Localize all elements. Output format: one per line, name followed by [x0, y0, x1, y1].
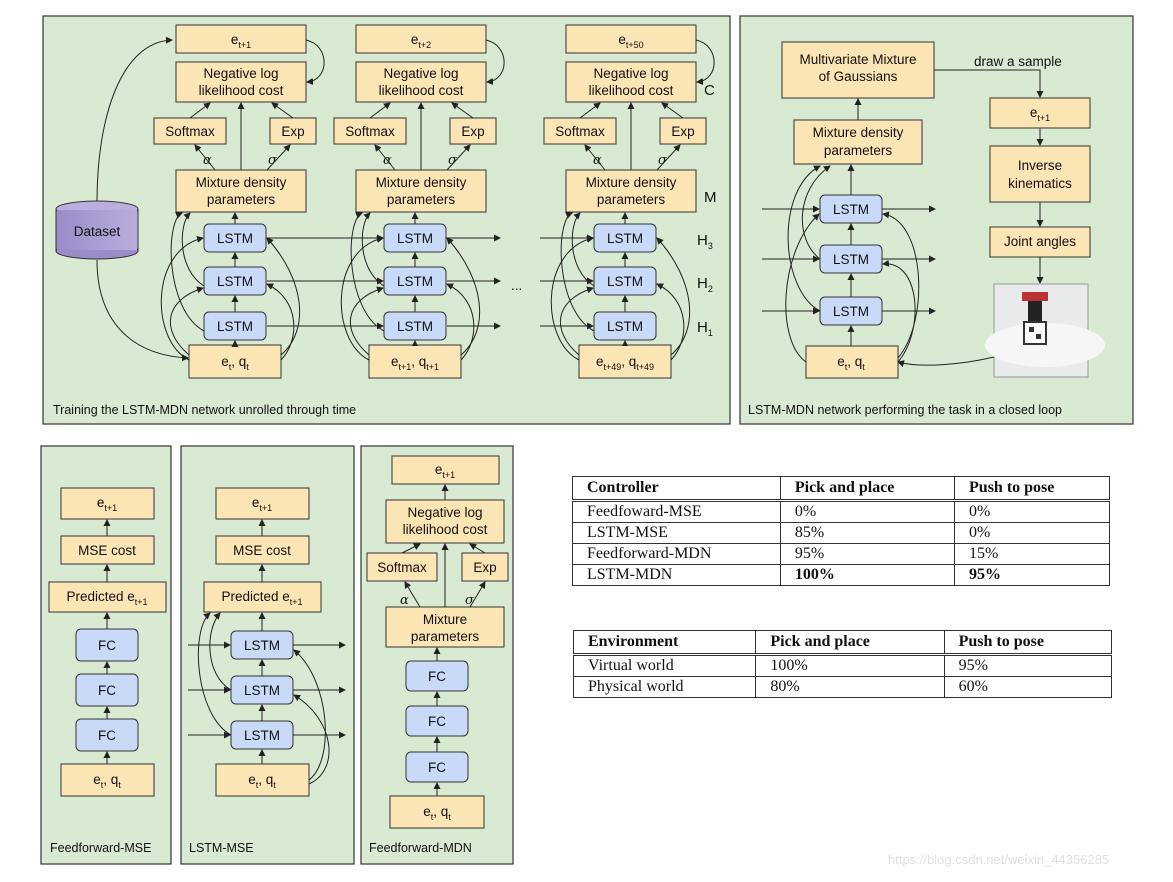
svg-text:Softmax: Softmax [377, 560, 427, 575]
svg-text:likelihood cost: likelihood cost [403, 522, 488, 537]
svg-text:et, qt: et, qt [248, 772, 276, 790]
ellipsis: ... [511, 278, 522, 293]
ff-mse-caption: Feedforward-MSE [50, 841, 151, 855]
cl-mdp-line2: parameters [824, 143, 893, 158]
nll-line1: Negative log [203, 66, 278, 81]
col-header: Push to pose [954, 476, 1110, 502]
target-box [175, 24, 307, 54]
svg-text:MSE cost: MSE cost [233, 543, 291, 558]
robot-photo [985, 283, 1105, 378]
nll-line2: likelihood cost [199, 83, 284, 98]
svg-text:FC: FC [98, 638, 116, 653]
svg-text:FC: FC [98, 683, 116, 698]
ik-box [989, 145, 1091, 203]
mog-box [781, 41, 935, 99]
nll-box [175, 61, 307, 103]
col-header: Environment [572, 630, 757, 656]
exp-label: Exp [281, 124, 304, 139]
table-row: Virtual world 100% 95% [572, 654, 1113, 677]
svg-text:parameters: parameters [411, 629, 480, 644]
joint-box [989, 226, 1091, 258]
exp-box [269, 117, 317, 145]
dataset-cylinder: Dataset [55, 200, 139, 260]
input-label: et, qt [221, 354, 249, 372]
environment-table: Environment Pick and place Push to pose … [572, 630, 1113, 698]
cl-input-box [805, 345, 899, 379]
ffmdn-nll [385, 499, 505, 544]
ik-line2: kinematics [1008, 176, 1072, 191]
ffmdn-mixture [385, 606, 505, 648]
lstm-mse-caption: LSTM-MSE [189, 841, 254, 855]
sigma-label: σ [268, 153, 278, 168]
svg-text:LSTM: LSTM [217, 231, 253, 246]
table-row: Physical world 80% 60% [572, 676, 1113, 698]
svg-text:α: α [400, 593, 409, 608]
svg-text:LSTM: LSTM [833, 252, 869, 267]
mdp-line2: parameters [207, 192, 276, 207]
dataset-label: Dataset [74, 224, 121, 239]
svg-text:LSTM: LSTM [833, 202, 869, 217]
ffmse-target [60, 487, 155, 520]
lstmmse-predicted [203, 581, 322, 613]
table-row: LSTM-MSE 85% 0% [572, 522, 1110, 544]
svg-text:σ: σ [465, 593, 475, 608]
training-caption: Training the LSTM-MDN network unrolled t… [53, 403, 356, 417]
svg-text:LSTM: LSTM [244, 638, 280, 653]
col-header: Pick and place [755, 630, 945, 656]
svg-text:LSTM: LSTM [217, 319, 253, 334]
svg-text:Predicted et+1: Predicted et+1 [66, 589, 147, 607]
label-m: M [704, 189, 717, 206]
lstmmse-input [215, 763, 310, 797]
mog-line2: of Gaussians [819, 69, 898, 84]
svg-text:Negative log: Negative log [407, 505, 482, 520]
softmax-box [153, 117, 227, 145]
col-header: Push to pose [943, 630, 1113, 656]
svg-text:Exp: Exp [473, 560, 496, 575]
input-box [188, 344, 282, 379]
svg-text:et, qt: et, qt [423, 804, 451, 822]
svg-text:LSTM: LSTM [833, 304, 869, 319]
svg-text:LSTM: LSTM [244, 683, 280, 698]
svg-text:Mixture: Mixture [423, 612, 467, 627]
col-header: Pick and place [779, 476, 956, 502]
joint-label: Joint angles [1004, 234, 1076, 249]
ff-mdn-caption: Feedforward-MDN [369, 841, 472, 855]
unroll-column-t: et+1 Negative log likelihood cost Softma… [153, 24, 325, 379]
et1-box [989, 97, 1091, 129]
mdp-line1: Mixture density [196, 175, 287, 190]
cl-mdp-line1: Mixture density [813, 125, 904, 140]
svg-text:Predicted et+1: Predicted et+1 [221, 589, 302, 607]
svg-text:et, qt: et, qt [93, 772, 121, 790]
mog-line1: Multivariate Mixture [799, 52, 916, 67]
table-row: Feedfoward-MSE 0% 0% [572, 500, 1110, 523]
label-c: C [704, 82, 715, 99]
table-row: LSTM-MDN 100% 95% [572, 564, 1110, 586]
ik-line1: Inverse [1018, 158, 1062, 173]
ffmdn-softmax [366, 552, 438, 582]
svg-text:MSE cost: MSE cost [78, 543, 136, 558]
ffmse-input [60, 763, 155, 797]
table-row: Feedforward-MDN 95% 15% [572, 543, 1110, 565]
mdp-box [175, 169, 307, 213]
controller-table: Controller Pick and place Push to pose F… [572, 476, 1110, 586]
softmax-label: Softmax [165, 124, 215, 139]
svg-text:LSTM: LSTM [244, 728, 280, 743]
draw-sample: draw a sample [974, 54, 1062, 69]
cl-input-label: et, qt [837, 354, 865, 372]
svg-text:FC: FC [428, 669, 446, 684]
lstmmse-target [215, 487, 310, 520]
closed-loop-caption: LSTM-MDN network performing the task in … [748, 403, 1062, 417]
col-header: Controller [572, 476, 781, 502]
ffmdn-input [389, 795, 485, 829]
svg-text:FC: FC [98, 728, 116, 743]
watermark: https://blog.csdn.net/weixin_44356285 [888, 852, 1110, 867]
svg-text:FC: FC [428, 760, 446, 775]
svg-text:LSTM: LSTM [217, 274, 253, 289]
ffmdn-exp [461, 552, 509, 582]
svg-text:FC: FC [428, 714, 446, 729]
